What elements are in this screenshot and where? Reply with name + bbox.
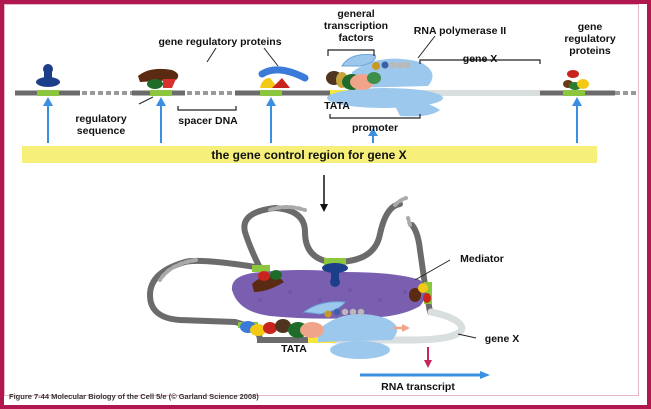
gtf-label-2: transcription [324, 20, 388, 32]
mediator-texture [258, 288, 407, 302]
gene-x-bracket-top [419, 59, 541, 64]
promoter-bracket [329, 114, 421, 119]
regulatory-sequence-label-1: regulatory [75, 113, 127, 125]
figure-caption: Figure 7-44 Molecular Biology of the Cel… [9, 392, 259, 401]
rna-polymerase-label: RNA polymerase II [414, 25, 506, 37]
regulatory-sequence-3 [260, 90, 282, 96]
dna-strand-bottom [146, 196, 466, 344]
gene-x-label-bottom: gene X [485, 333, 519, 345]
promoter-label: promoter [352, 122, 398, 134]
bottom-protein-right [409, 283, 431, 303]
bottom-protein-left [252, 270, 284, 292]
regulatory-protein-1 [36, 64, 60, 87]
leader-line-4 [138, 96, 154, 105]
pink-down-arrowhead [424, 360, 432, 368]
leader-line-1 [206, 47, 217, 63]
upward-arrows [43, 97, 582, 143]
mediator-leader [414, 259, 451, 281]
spacer-bracket [177, 106, 237, 111]
regulatory-sequence-4 [563, 90, 585, 96]
leader-line-2 [263, 47, 279, 67]
green-seq-bottom-3 [424, 282, 432, 304]
gtf-label-1: general [337, 8, 374, 20]
transcription-complex-bottom [240, 301, 398, 359]
control-region-label: the gene control region for gene X [211, 148, 406, 162]
rna-transcript-label: RNA transcript [381, 381, 455, 393]
regulatory-protein-right [563, 70, 589, 90]
mediator-label: Mediator [460, 253, 504, 265]
right-proteins-label-2: regulatory [564, 33, 616, 45]
gene-x-label-top: gene X [463, 53, 497, 65]
right-proteins-label-3: proteins [569, 45, 611, 57]
rna-transcript-arrowhead [480, 371, 490, 379]
tata-label-bottom: TATA [281, 343, 307, 355]
tata-label-top: TATA [324, 100, 350, 112]
transcription-direction-arrowhead [402, 324, 410, 332]
figure-inner-border [4, 4, 639, 396]
regulatory-sequence-2 [150, 90, 172, 96]
bottom-protein-navy [322, 263, 348, 287]
regulatory-protein-2 [138, 68, 179, 89]
regulatory-protein-3 [258, 66, 309, 88]
green-seq-bottom-2 [324, 258, 346, 265]
down-arrow-head [320, 204, 328, 212]
gene-regulatory-proteins-label: gene regulatory proteins [158, 36, 281, 48]
regulatory-sequence-label-2: sequence [77, 125, 126, 137]
spacer-dna-label: spacer DNA [178, 115, 238, 127]
gene-x-bottom-leader [457, 333, 477, 339]
control-region-band [22, 146, 597, 163]
gtf-label-3: factors [338, 32, 373, 44]
gtf-bracket [327, 49, 375, 56]
regulatory-sequence-1 [37, 90, 59, 96]
leader-line-3 [417, 35, 436, 59]
green-seq-bottom-1 [252, 265, 270, 272]
right-proteins-label-1: gene [578, 21, 603, 33]
transcription-complex-top [326, 54, 443, 117]
